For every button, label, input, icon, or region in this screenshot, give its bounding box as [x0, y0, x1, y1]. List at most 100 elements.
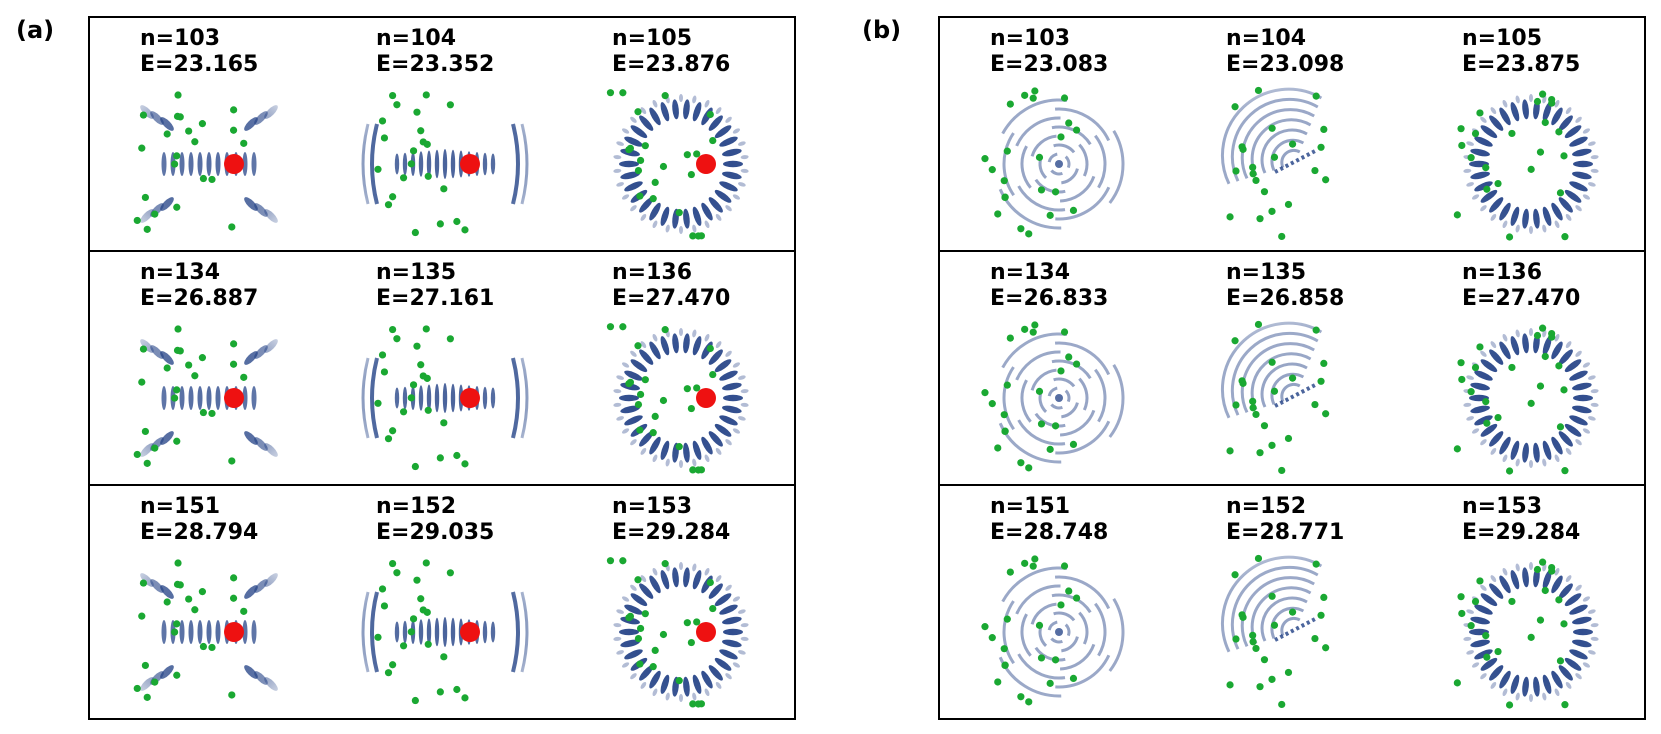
wave-lobe: [1489, 665, 1504, 681]
state-energy: E=28.748: [990, 520, 1109, 545]
scatterer-dot: [1322, 644, 1330, 652]
wave-lobe: [264, 339, 278, 353]
scatterer-dot: [440, 185, 448, 193]
wave-lobe: [652, 567, 658, 576]
scatterer-dot: [1017, 225, 1025, 233]
scatterer-dot: [1231, 337, 1239, 345]
scatterer-dot: [693, 150, 701, 158]
scatterer-dot: [384, 435, 393, 443]
wave-lobe: [630, 116, 637, 123]
state-energy: E=23.875: [1462, 52, 1581, 77]
scatterer-dot: [1249, 631, 1257, 639]
wave-lobe: [708, 431, 723, 447]
scatterer-dot: [1037, 654, 1046, 662]
scatterer-dot: [208, 409, 216, 418]
wave-lobe: [1480, 359, 1498, 373]
wave-lobe: [1480, 423, 1498, 437]
wave-lobe: [1529, 460, 1533, 468]
scatterer-dot: [1037, 186, 1046, 194]
wavefunction-plot: [981, 87, 1125, 238]
wave-fringe: [251, 152, 257, 176]
scatterer-dot: [683, 151, 691, 159]
scatterer-dot: [651, 178, 659, 186]
wavefunction-plot: [1221, 554, 1330, 709]
scatterer-dot: [411, 228, 419, 237]
scatterer-dot: [374, 165, 382, 173]
wave-lobe: [692, 102, 702, 122]
wave-lobe: [1572, 171, 1592, 180]
scatterer-dot: [389, 91, 397, 100]
wave-lobe: [624, 604, 643, 615]
scatterer-dot: [229, 360, 238, 368]
wave-arc: [1280, 382, 1301, 403]
wave-lobe: [1542, 102, 1552, 122]
wave-lobe: [1499, 341, 1511, 360]
scatterer-dot: [1288, 374, 1297, 382]
scatterer-dot: [1561, 701, 1569, 709]
scatterer-dot: [173, 620, 181, 628]
scatterer-dot: [411, 462, 419, 471]
wave-lobe: [1515, 95, 1520, 104]
wave-lobe: [1573, 160, 1593, 168]
wave-lobe: [1554, 99, 1560, 108]
scatterer-dot: [651, 646, 659, 654]
wave-lobe: [244, 117, 258, 131]
scatterer-dot: [1035, 153, 1044, 161]
scatterer-dot: [659, 162, 668, 171]
wave-fringe: [251, 386, 257, 410]
wave-ring: [1029, 602, 1089, 662]
scatterer-dot: [380, 368, 389, 376]
wave-fringe: [418, 619, 424, 645]
wavefunction-plot: [1453, 90, 1599, 241]
wave-lobe: [1588, 416, 1596, 421]
scatterer-dot: [1322, 176, 1330, 184]
wave-fringe: [251, 620, 257, 644]
wave-fringe: [215, 386, 221, 410]
wave-lobe: [722, 148, 742, 157]
scatterer-dot: [417, 361, 425, 369]
wave-ring: [1047, 620, 1071, 644]
wave-lobe: [616, 609, 624, 614]
wavefunction-plot: [133, 91, 278, 233]
wave-fringe: [161, 152, 167, 176]
wave-lobe: [1529, 328, 1533, 336]
scatterer-dot: [208, 643, 216, 652]
wave-lobe: [1590, 623, 1599, 628]
scatterer-dot: [1476, 109, 1484, 117]
scatterer-dot: [378, 351, 387, 359]
wave-lobe: [1565, 213, 1572, 221]
wave-lobe: [692, 692, 697, 701]
scatterer-dot: [634, 576, 642, 584]
wave-fringe: [490, 387, 496, 409]
wave-lobe: [1542, 458, 1547, 467]
scatterer-dot: [1072, 594, 1081, 602]
scatterer-dot: [1317, 611, 1325, 619]
scatterer-dot: [1021, 91, 1029, 99]
wave-lobe: [1466, 375, 1474, 380]
wave-ring: [993, 566, 1125, 698]
scatterer-dot: [384, 669, 393, 677]
wave-lobe: [679, 460, 683, 468]
wave-fringe: [179, 152, 185, 176]
wave-lobe: [719, 370, 738, 381]
scatterer-dot: [1232, 401, 1240, 409]
wave-arc: [511, 357, 520, 439]
wave-fringe: [394, 621, 400, 643]
scatterer-dot: [1021, 325, 1029, 333]
wave-lobe: [692, 329, 697, 338]
wave-lobe: [1569, 604, 1588, 615]
wave-arc: [370, 591, 379, 673]
wave-lobe: [701, 670, 713, 689]
wave-fringe: [490, 153, 496, 175]
scatterer-dot: [185, 595, 193, 603]
scatterer-dot: [229, 594, 238, 602]
wave-lobe: [1471, 194, 1480, 200]
scatterer-dot: [176, 347, 184, 355]
wave-lobe: [1510, 570, 1520, 590]
wave-lobe: [722, 616, 742, 625]
state-energy: E=27.470: [612, 286, 731, 311]
wave-lobe: [1565, 107, 1572, 115]
